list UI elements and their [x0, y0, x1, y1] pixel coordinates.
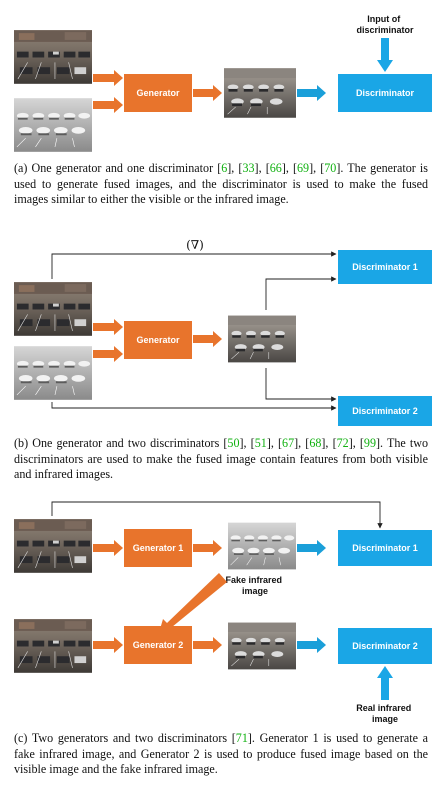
blue-down-arrow [377, 38, 393, 72]
citation-ref: 66 [269, 161, 282, 175]
panel-c: Generator 1 Discriminator 1 Fake infrare… [14, 501, 432, 724]
visible-image [14, 29, 92, 85]
orange-arrow [193, 331, 222, 347]
citation-ref: 71 [235, 731, 248, 745]
citation-ref: 72 [336, 436, 349, 450]
orange-arrow [93, 97, 123, 113]
real-label-line-2: image [372, 714, 398, 724]
caption-text: (c) Two generators and two discriminator… [14, 731, 232, 745]
orange-arrow [93, 637, 123, 653]
fake-infrared-image [228, 522, 296, 570]
fused-image [224, 67, 296, 119]
input-of-discriminator-label: Input of discriminator [356, 14, 414, 35]
caption-text: ]. The generator is used to generate fus… [14, 161, 428, 206]
generator-1-label: Generator 1 [133, 543, 184, 553]
discriminator-label: Discriminator [356, 88, 415, 98]
gradient-symbol: (∇) [186, 238, 204, 252]
orange-arrow [193, 85, 222, 101]
caption-text: ], [ [227, 161, 243, 175]
blue-arrow [297, 637, 326, 653]
caption-b: (b) One generator and two discriminators… [14, 436, 428, 483]
caption-text: ], [ [281, 161, 297, 175]
generator-label: Generator [136, 335, 180, 345]
discriminator-1-box [338, 250, 432, 284]
orange-arrow [193, 637, 222, 653]
discriminator-2-label: Discriminator 2 [352, 641, 418, 651]
fake-infrared-label: Fake infrared image [225, 575, 284, 596]
caption-text: [ [223, 436, 228, 450]
fused-to-discriminator-2-arrow [265, 368, 337, 402]
caption-text: ], [ [321, 436, 337, 450]
discriminator-box [338, 74, 432, 112]
citation-ref: 70 [324, 161, 337, 175]
real-infrared-label: Real infrared image [356, 703, 414, 724]
infrared-path-arrow [51, 402, 337, 411]
discriminator-2-box [338, 628, 432, 664]
discriminator-2-label: Discriminator 2 [352, 406, 418, 416]
caption-text: (b) One generator and two discriminators [14, 436, 224, 450]
visible-image [14, 281, 92, 337]
generator-arrows-a [93, 70, 123, 113]
discriminator-1-label: Discriminator 1 [352, 262, 418, 272]
diagonal-orange-arrow [158, 573, 227, 636]
input-label-line-1: Input of [367, 14, 401, 24]
generator-2-box [124, 626, 192, 664]
input-label-line-2: discriminator [356, 25, 414, 35]
fused-to-discriminator-1-arrow [265, 276, 337, 310]
blue-arrow [297, 540, 326, 556]
citation-ref: 50 [227, 436, 240, 450]
discriminator-1-box [338, 530, 432, 566]
citation-ref: 67 [282, 436, 295, 450]
caption-text: [ [231, 731, 236, 745]
caption-text: ], [ [239, 436, 255, 450]
caption-text: ]. Generator 1 is used to generate a fak… [14, 731, 428, 776]
generator-label: Generator [136, 88, 180, 98]
visible-image [14, 518, 92, 574]
blue-arrow [297, 85, 326, 101]
citation-ref: 68 [309, 436, 322, 450]
caption-text: ]. The two discriminators are used to ma… [14, 436, 429, 481]
panel-b: (∇) Generator Discriminator 1 Discrimina… [14, 238, 432, 426]
generator-box [124, 321, 192, 359]
caption-text: [ [217, 161, 222, 175]
real-label-line-1: Real infrared [356, 703, 411, 713]
caption-text: ], [ [348, 436, 364, 450]
visible-image [14, 618, 92, 674]
orange-arrow [93, 540, 123, 556]
panel-a: Generator Discriminator Input of discrim… [14, 14, 432, 153]
caption-text: ], [ [254, 161, 270, 175]
caption-text: (a) One generator and one discriminator [14, 161, 218, 175]
visible-to-discriminator-1-arrow [51, 501, 383, 529]
discriminator-1-label: Discriminator 1 [352, 543, 418, 553]
caption-text: ], [ [294, 436, 310, 450]
fused-image [228, 315, 296, 363]
fake-label-line-2: image [242, 586, 268, 596]
citation-ref: 51 [254, 436, 267, 450]
citation-ref: 99 [363, 436, 376, 450]
citation-ref: 6 [221, 161, 228, 175]
caption-text: ], [ [266, 436, 283, 450]
generator-2-label: Generator 2 [133, 640, 184, 650]
caption-a: (a) One generator and one discriminator … [14, 161, 428, 208]
discriminator-2-box [338, 396, 432, 426]
infrared-image [14, 345, 92, 401]
gradient-path-arrow [51, 251, 337, 279]
generator-1-box [124, 529, 192, 567]
caption-c: (c) Two generators and two discriminator… [14, 731, 428, 778]
orange-arrow [93, 319, 123, 335]
infrared-image [14, 97, 92, 153]
orange-arrow [93, 346, 123, 362]
blue-up-arrow [377, 666, 393, 700]
fused-image [228, 622, 296, 670]
citation-ref: 33 [242, 161, 255, 175]
fake-label-line-1: Fake infrared [225, 575, 282, 585]
caption-text: ], [ [309, 161, 325, 175]
orange-arrow [193, 540, 222, 556]
generator-box [124, 74, 192, 112]
orange-arrow [93, 70, 123, 86]
citation-ref: 69 [296, 161, 310, 175]
